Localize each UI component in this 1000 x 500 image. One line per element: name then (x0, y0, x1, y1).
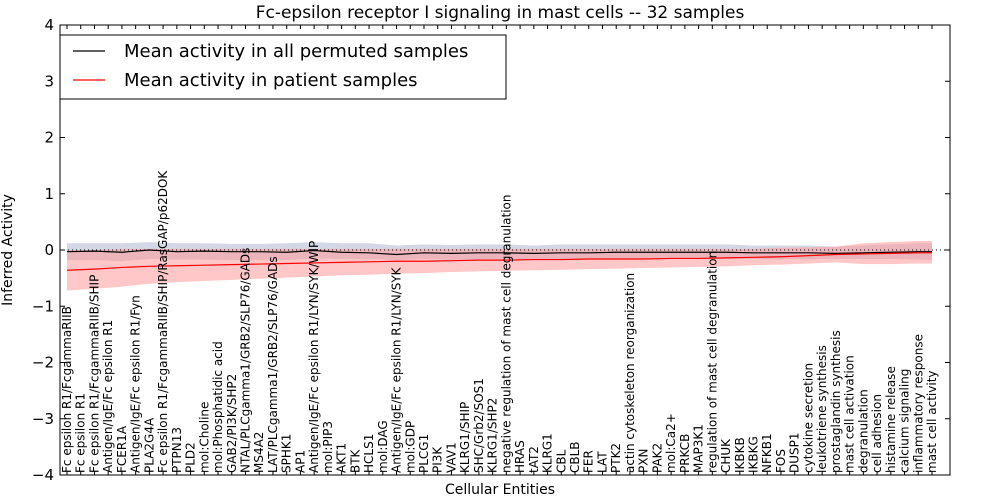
category-label: FOS (774, 449, 788, 473)
category-label: cytokine secretion (801, 363, 815, 473)
category-label: Fc epsilon R1/FcgammaRIIB (60, 306, 74, 473)
category-label: PXN (637, 449, 651, 473)
category-label: PLA2G4A (142, 417, 156, 473)
legend-label-2: Mean activity in patient samples (124, 70, 418, 91)
category-label: NTAL/PLCgamma1/GRB2/SLP76/GADs (238, 248, 252, 473)
category-label: CBL (554, 449, 568, 473)
y-tick-label: −3 (32, 410, 54, 428)
y-tick-label: 3 (44, 72, 54, 90)
category-label: Fc epsilon R1/FcgammaRIIB/SHIP (87, 275, 101, 473)
category-label: Fc epsilon R1/FcgammaRIIB/SHIP/RasGAP/p6… (156, 170, 170, 473)
category-label: mol:Ca2+ (664, 413, 678, 473)
category-label: Antigen/IgE/Fc epsilon R1/LYN/SYK (390, 266, 404, 473)
category-label: leukotriene synthesis (815, 345, 829, 473)
category-label: AKT1 (335, 443, 349, 473)
category-label: Antigen/IgE/Fc epsilon R1 (101, 320, 115, 473)
category-label: FER (582, 450, 596, 473)
category-label: mol:Phosphatidic acid (211, 341, 225, 473)
category-label: tAT2 (527, 446, 541, 473)
category-label: prostaglandin synthesis (829, 330, 843, 473)
x-axis-ticks (66, 25, 933, 475)
category-label: PRKCB (678, 434, 692, 473)
category-label: PAK2 (650, 443, 664, 473)
category-label: LAT (595, 451, 609, 473)
category-label: AP1 (293, 450, 307, 473)
category-label: PLD2 (184, 442, 198, 473)
y-tick-label: −2 (32, 354, 54, 372)
category-label: MS4A2 (252, 432, 266, 473)
category-label: FCER1A (115, 425, 129, 473)
category-label: PTPN13 (170, 427, 184, 473)
category-label: negative regulation of mast cell degranu… (499, 194, 513, 473)
category-label: histamine release (884, 366, 898, 473)
category-label: HCLS1 (362, 434, 376, 473)
y-tick-label: 1 (44, 185, 54, 203)
category-label: degranulation (856, 389, 870, 473)
category-label: KLRG1/SHIP (458, 402, 472, 473)
category-label: mol:Choline (197, 402, 211, 473)
y-tick-label: 2 (44, 129, 54, 147)
category-label: mast cell activation (843, 355, 857, 473)
y-tick-label: −4 (32, 466, 54, 484)
category-label: PI3K (431, 446, 445, 473)
category-label: regulation of mast cell degranulation (705, 251, 719, 473)
legend: Mean activity in all permuted samplesMea… (59, 34, 507, 100)
category-label: Antigen/IgE/Fc epsilon R1/LYN/SYK/WIP (307, 241, 321, 473)
category-label: cell adhesion (870, 394, 884, 473)
category-label: SHC/Grb2/SOS1 (472, 378, 486, 473)
confidence-bands (67, 241, 932, 291)
category-label: LAT/PLCgamma1/GRB2/SLP76/GADs (266, 256, 280, 473)
category-label: NFKB1 (760, 433, 774, 473)
y-tick-label: 4 (44, 16, 54, 34)
category-label: inflammatory response (911, 334, 925, 473)
category-label: MAP3K1 (692, 424, 706, 473)
category-label: mol:PIP3 (321, 421, 335, 473)
series-line-1 (66, 249, 932, 256)
category-label: calcium signaling (898, 369, 912, 473)
category-label: PTK2 (609, 443, 623, 473)
y-axis-label: Inferred Activity (0, 194, 16, 306)
y-axis-ticks: −4 −3 −2 −1 0 1 2 3 4 (32, 16, 950, 484)
category-label: CHUK (719, 438, 733, 473)
legend-box (59, 34, 507, 100)
category-label: CBLB (568, 441, 582, 473)
category-label: KLRG1 (541, 433, 555, 473)
category-label: BTK (348, 448, 362, 473)
category-label: PLCG1 (417, 434, 431, 473)
category-label: Antigen/IgE/Fc epsilon R1/Fyn (129, 295, 143, 473)
category-label: actin cytoskeleton reorganization (623, 273, 637, 473)
category-label: mol:DAG (376, 420, 390, 473)
category-label: mol:GDP (403, 421, 417, 473)
category-label: VAV1 (444, 442, 458, 473)
y-tick-label: −1 (32, 297, 54, 315)
x-axis-label: Cellular Entities (445, 482, 555, 498)
series-line-2 (66, 252, 932, 271)
category-label: GAB2/PI3K/SHP2 (225, 374, 239, 473)
category-label: IKBKB (733, 437, 747, 473)
category-label: KLRG1/SHP2 (486, 398, 500, 473)
chart-title: Fc-epsilon receptor I signaling in mast … (256, 3, 745, 23)
category-label: HRAS (513, 440, 527, 473)
confidence-band-2 (67, 241, 932, 291)
legend-label-1: Mean activity in all permuted samples (124, 41, 468, 62)
category-label: IKBKG (747, 436, 761, 473)
category-label: mast cell activity (925, 370, 939, 473)
y-tick-label: 0 (44, 241, 54, 259)
series-lines (66, 249, 932, 271)
category-label: DUSP1 (788, 432, 802, 473)
category-label: Fc epsilon R1 (74, 393, 88, 473)
plot-frame (59, 24, 951, 476)
category-label: SPHK1 (280, 434, 294, 473)
